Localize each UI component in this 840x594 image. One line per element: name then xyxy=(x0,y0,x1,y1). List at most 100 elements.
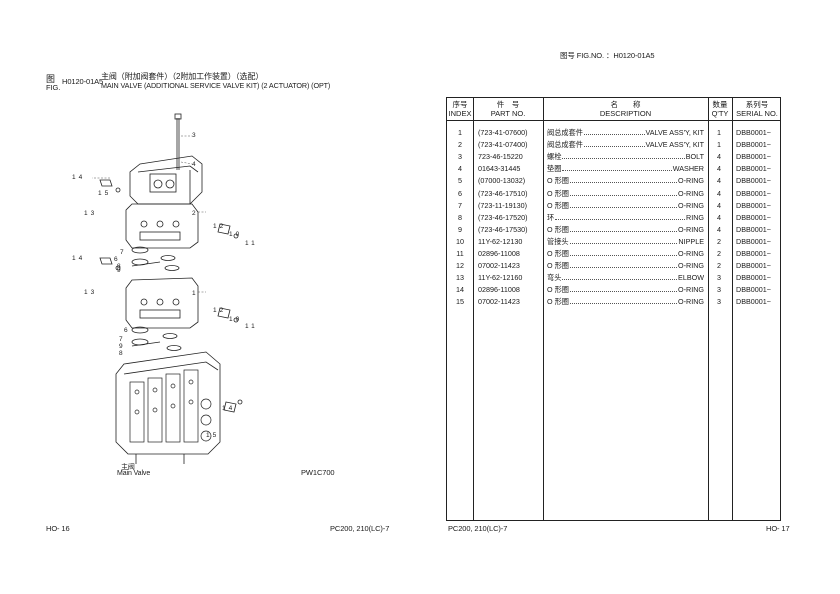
row-description-zh: 阀总成套件 xyxy=(547,140,583,150)
callout-9: 9 xyxy=(117,267,121,274)
row-serial: DBB0001~ xyxy=(736,249,771,258)
drawing-caption-en: Main Valve xyxy=(117,470,151,477)
row-serial: DBB0001~ xyxy=(736,236,771,246)
figure-title-en: MAIN VALVE (ADDITIONAL SERVICE VALVE KIT… xyxy=(101,81,331,90)
row-description-zh: O 形圈 xyxy=(547,188,569,198)
header-desc-en: DESCRIPTION xyxy=(599,109,652,118)
callout-11: 11 xyxy=(245,240,258,247)
callout-10b: 10 xyxy=(229,316,243,323)
row-description: O 形圈 O-RING xyxy=(547,176,705,186)
fig-label-zh: 图 xyxy=(46,74,55,84)
callout-6: 6 xyxy=(114,256,118,263)
row-qty: 2 xyxy=(717,249,721,258)
row-description-en: ELBOW xyxy=(678,273,704,283)
callout-12: 12 xyxy=(213,223,227,230)
row-qty: 2 xyxy=(717,261,721,271)
row-qty: 4 xyxy=(717,212,721,222)
row-part-no: 11Y-62-12130 xyxy=(478,236,523,246)
row-description-en: O-RING xyxy=(678,261,704,271)
row-part-no: 07002-11423 xyxy=(478,297,520,307)
drawing-caption-zh: 主阀 xyxy=(121,464,135,471)
row-serial: DBB0001~ xyxy=(736,200,771,210)
dotted-leader xyxy=(569,201,678,208)
left-page-number: HO- 16 xyxy=(46,524,70,533)
header-part-en: PART NO. xyxy=(490,109,526,118)
row-description-en: O-RING xyxy=(678,188,704,198)
row-index: 5 xyxy=(458,176,462,186)
callout-2: 2 xyxy=(192,210,196,217)
callout-9b: 9 xyxy=(119,343,123,350)
row-part-no: (723-41-07600) xyxy=(478,128,528,137)
fig-code: H0120-01A5 xyxy=(62,77,104,86)
header-part-zh: 件 号 xyxy=(496,100,520,109)
row-description-zh: O 形圈 xyxy=(547,261,569,271)
dotted-leader xyxy=(569,249,678,256)
dotted-leader xyxy=(569,176,678,184)
row-description: 螺栓 BOLT xyxy=(547,152,705,162)
row-description-zh: O 形圈 xyxy=(547,176,569,186)
callout-14: 14 xyxy=(72,174,86,181)
fig-no-header: 图号 FIG.NO. ：H0120-01A5 xyxy=(560,51,655,60)
row-qty: 1 xyxy=(717,140,721,150)
row-description-en: VALVE ASS'Y, KIT xyxy=(645,128,705,137)
dotted-leader xyxy=(562,273,678,281)
row-description-en: NIPPLE xyxy=(678,236,704,246)
row-part-no: 02896-11008 xyxy=(478,249,520,258)
row-description-zh: 螺栓 xyxy=(547,152,562,162)
row-qty: 3 xyxy=(717,273,721,283)
figure-title-zh: 主阀（附加阀套件）（2附加工作装置）（选配） xyxy=(101,72,264,81)
row-serial: DBB0001~ xyxy=(736,285,771,295)
row-qty: 4 xyxy=(717,224,721,234)
row-part-no: (723-46-17520) xyxy=(478,212,528,222)
row-description-zh: O 形圈 xyxy=(547,200,569,210)
right-page-number: HO- 17 xyxy=(766,524,790,533)
callout-12b: 12 xyxy=(213,307,227,314)
row-description: O 形圈 O-RING xyxy=(547,189,705,199)
row-description: O 形圈 O-RING xyxy=(547,261,705,271)
row-index: 3 xyxy=(458,152,462,162)
right-model-footer: PC200, 210(LC)-7 xyxy=(448,524,508,533)
row-part-no: (723-46-17530) xyxy=(478,224,528,234)
header-desc-zh: 名 称 xyxy=(610,100,641,109)
row-qty: 3 xyxy=(717,297,721,307)
row-description-en: BOLT xyxy=(685,152,704,162)
row-description-en: O-RING xyxy=(678,285,704,295)
row-serial: DBB0001~ xyxy=(736,273,771,283)
callout-6b: 6 xyxy=(124,327,128,334)
row-qty: 2 xyxy=(717,236,721,246)
row-index: 7 xyxy=(458,200,462,210)
row-index: 4 xyxy=(458,164,462,174)
dotted-leader xyxy=(555,213,686,220)
row-index: 12 xyxy=(456,261,464,271)
row-index: 13 xyxy=(456,273,464,283)
row-index: 2 xyxy=(458,140,462,150)
row-part-no: 723-46-15220 xyxy=(478,152,523,162)
row-serial: DBB0001~ xyxy=(736,152,771,162)
row-part-no: (723-41-07400) xyxy=(478,140,528,150)
row-qty: 4 xyxy=(717,164,721,174)
row-serial: DBB0001~ xyxy=(736,176,771,186)
row-description-en: O-RING xyxy=(678,176,704,186)
row-description-en: O-RING xyxy=(678,249,704,258)
row-serial: DBB0001~ xyxy=(736,297,771,307)
row-description-en: O-RING xyxy=(678,224,704,234)
dotted-leader xyxy=(562,152,685,160)
row-part-no: (07000-13032) xyxy=(478,176,526,186)
row-part-no: 02896-11008 xyxy=(478,285,520,295)
row-index: 9 xyxy=(458,224,462,234)
main-valve-exploded-drawing xyxy=(92,113,243,464)
header-serial-en: SERIAL NO. xyxy=(736,109,778,118)
row-serial: DBB0001~ xyxy=(736,224,771,234)
callout-13b: 13 xyxy=(84,289,98,296)
